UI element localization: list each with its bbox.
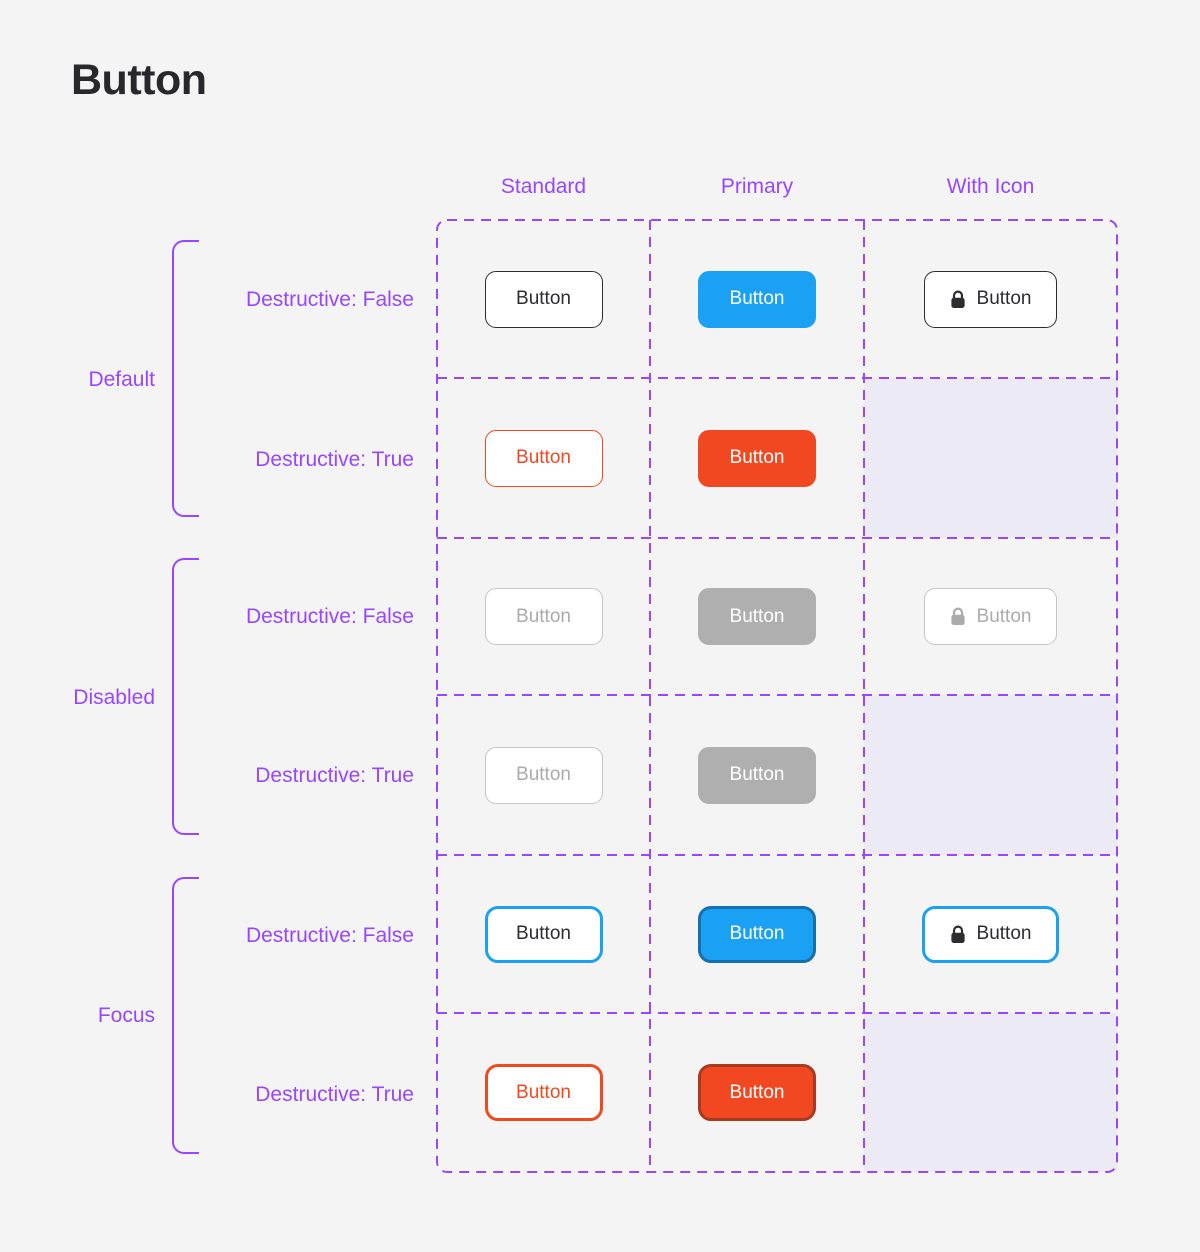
- column-header-standard: Standard: [500, 175, 587, 198]
- row-label-focus-destructive-true: Destructive: True: [255, 1083, 414, 1106]
- button-disabled-destructive-standard: Button: [484, 746, 603, 804]
- column-header-primary: Primary: [720, 175, 794, 198]
- lock-icon: [950, 925, 966, 944]
- group-label-default: Default: [88, 368, 155, 391]
- button-default-with-icon[interactable]: Button: [923, 270, 1058, 328]
- grid-cell: Button: [650, 1013, 864, 1172]
- group-bracket-disabled: [172, 558, 199, 835]
- button-label: Button: [729, 288, 785, 309]
- button-disabled-primary: Button: [698, 588, 816, 645]
- button-label: Button: [976, 288, 1032, 309]
- button-label: Button: [976, 605, 1032, 627]
- button-focus-standard[interactable]: Button: [484, 905, 603, 963]
- group-bracket-default: [172, 240, 199, 517]
- row-label-disabled-destructive-false: Destructive: False: [245, 605, 414, 628]
- grid-cell: Button: [437, 855, 650, 1013]
- button-focus-destructive-primary[interactable]: Button: [698, 1064, 816, 1121]
- button-destructive-standard[interactable]: Button: [484, 429, 603, 487]
- button-label: Button: [516, 923, 571, 944]
- empty-variant-cell: [864, 378, 1117, 538]
- grid-cell: Button: [650, 378, 864, 538]
- button-label: Button: [516, 288, 571, 309]
- button-label: Button: [729, 605, 785, 627]
- button-label: Button: [729, 447, 785, 468]
- button-focus-destructive-standard[interactable]: Button: [484, 1064, 603, 1121]
- button-disabled-with-icon: Button: [923, 588, 1058, 645]
- lock-icon: [950, 290, 966, 309]
- grid-cell: Button: [864, 220, 1117, 378]
- button-disabled-destructive-primary: Button: [698, 746, 816, 804]
- grid-cell: Button: [437, 220, 650, 378]
- variant-grid: Button Button Button Button Button: [437, 220, 1117, 1172]
- button-label: Button: [976, 923, 1032, 944]
- grid-cell: Button: [864, 855, 1117, 1013]
- button-label: Button: [729, 1081, 785, 1103]
- group-label-focus: Focus: [97, 1004, 155, 1027]
- group-bracket-focus: [172, 877, 199, 1154]
- row-label-default-destructive-false: Destructive: False: [245, 288, 414, 311]
- button-label: Button: [516, 605, 571, 627]
- grid-cell: Button: [437, 695, 650, 855]
- button-label: Button: [729, 923, 785, 944]
- button-focus-with-icon[interactable]: Button: [921, 905, 1060, 963]
- grid-cell: Button: [650, 855, 864, 1013]
- grid-cell: Button: [437, 538, 650, 695]
- column-header-with-icon: With Icon: [946, 175, 1035, 198]
- button-label: Button: [729, 764, 785, 785]
- button-destructive-primary[interactable]: Button: [698, 429, 816, 487]
- row-label-default-destructive-true: Destructive: True: [255, 448, 414, 471]
- grid-cell: Button: [864, 538, 1117, 695]
- button-label: Button: [516, 764, 571, 785]
- lock-icon: [950, 607, 966, 626]
- button-label: Button: [516, 447, 571, 468]
- page-title: Button: [71, 56, 207, 104]
- button-default-standard[interactable]: Button: [484, 270, 603, 328]
- grid-cell: Button: [437, 1013, 650, 1172]
- row-label-disabled-destructive-true: Destructive: True: [255, 764, 414, 787]
- button-default-primary[interactable]: Button: [698, 270, 816, 328]
- column-headers: Standard Primary With Icon: [437, 173, 1117, 201]
- grid-cell: Button: [650, 695, 864, 855]
- button-label: Button: [516, 1081, 571, 1103]
- button-disabled-standard: Button: [484, 588, 603, 645]
- row-label-focus-destructive-false: Destructive: False: [245, 924, 414, 947]
- group-label-disabled: Disabled: [73, 686, 155, 709]
- grid-cell: Button: [650, 220, 864, 378]
- empty-variant-cell: [864, 1013, 1117, 1172]
- empty-variant-cell: [864, 695, 1117, 855]
- grid-cell: Button: [650, 538, 864, 695]
- grid-cell: Button: [437, 378, 650, 538]
- button-focus-primary[interactable]: Button: [698, 905, 816, 963]
